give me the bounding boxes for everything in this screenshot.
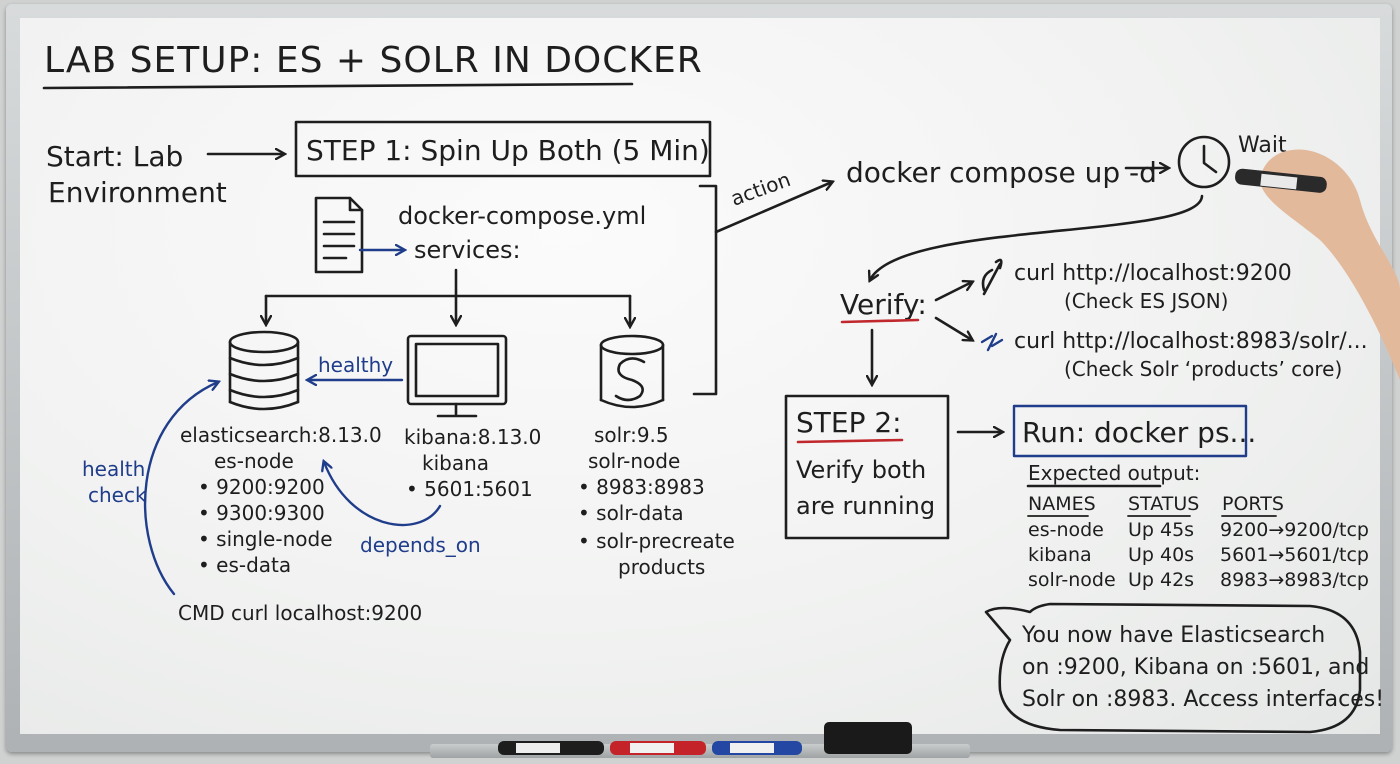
table-cell: 5601→5601/tcp: [1220, 544, 1369, 566]
table-cell: Up 40s: [1128, 544, 1194, 566]
verify-to-solr-arrow: [934, 316, 972, 340]
table-header: NAMES: [1028, 493, 1096, 515]
depends-on-arrow: [324, 462, 442, 527]
red-marker: [610, 741, 706, 755]
es-item: • 9300:9300: [198, 501, 325, 525]
clock-to-verify-arrow: [870, 194, 1204, 280]
ps-output-table: NAMES STATUS PORTS es-node Up 45s 9200→9…: [1027, 493, 1369, 591]
file-icon: [314, 196, 364, 274]
summary-line1: You now have Elasticsearch: [1021, 623, 1325, 648]
kibana-service-name: kibana:8.13.0: [404, 425, 541, 449]
step1-label: STEP 1: Spin Up Both (5 Min): [306, 134, 710, 167]
depends-on-label: depends_on: [360, 533, 481, 557]
monitor-icon: [406, 334, 508, 418]
health-check-arrow: [143, 382, 218, 596]
es-item: • es-data: [198, 553, 291, 577]
healthy-label: healthy: [318, 353, 393, 377]
step2-underline: [796, 438, 904, 444]
es-item: • 9200:9200: [198, 475, 325, 499]
blue-marker: [712, 741, 802, 755]
step2-box: [784, 394, 950, 540]
verify-to-es-arrow: [934, 282, 972, 302]
summary-speech-bubble: [984, 602, 1362, 734]
whiteboard-surface: [20, 18, 1380, 734]
solr-curl-note: (Check Solr ‘products’ core): [1064, 357, 1342, 381]
solr-icon: [599, 334, 665, 409]
solr-container-name: solr-node: [588, 449, 680, 473]
start-label-line2: Environment: [48, 176, 227, 209]
summary-line2: on :9200, Kibana on :5601, and: [1022, 655, 1369, 680]
es-curl-command: curl http://localhost:9200: [1014, 261, 1292, 286]
solr-item: • solr-precreate: [578, 529, 735, 553]
table-cell: Up 45s: [1128, 519, 1194, 541]
es-healthcheck-cmd: CMD curl localhost:9200: [178, 601, 422, 625]
clock-icon: [1177, 135, 1231, 189]
solr-item: • solr-data: [578, 501, 684, 525]
eraser: [824, 722, 912, 754]
es-curl-note: (Check ES JSON): [1064, 289, 1228, 313]
step1-bracket: [692, 184, 718, 396]
solr-item: products: [618, 555, 705, 579]
compose-command: docker compose up -d: [846, 156, 1157, 189]
es-service-name: elasticsearch:8.13.0: [180, 423, 382, 447]
table-cell: kibana: [1028, 544, 1092, 566]
run-command: Run: docker ps...: [1022, 416, 1256, 449]
step2-line2: are running: [796, 492, 935, 520]
run-box: [1012, 404, 1248, 458]
expected-output-label: Expected output:: [1028, 461, 1200, 485]
verify-underline: [840, 318, 920, 324]
compose-filename: docker-compose.yml: [398, 202, 646, 230]
solr-service-name: solr:9.5: [594, 423, 669, 447]
health-label-line2: check: [88, 483, 147, 507]
start-label-line1: Start: Lab: [46, 140, 183, 173]
kibana-item: • 5601:5601: [406, 477, 533, 501]
black-marker: [498, 741, 604, 755]
database-icon: [228, 330, 300, 411]
board-title: LAB SETUP: ES + SOLR IN DOCKER: [44, 40, 703, 81]
step2-line1: Verify both: [796, 456, 926, 484]
action-arrow: [714, 182, 832, 234]
solr-curl-command: curl http://localhost:8983/solr/...: [1014, 329, 1368, 354]
es-item: • single-node: [198, 527, 333, 551]
link-icon: [981, 258, 1003, 296]
es-container-name: es-node: [214, 449, 294, 473]
health-label-line1: health: [82, 457, 145, 481]
table-cell: 9200→9200/tcp: [1220, 519, 1369, 541]
link-icon: [980, 332, 1004, 352]
title-underline: [42, 82, 634, 90]
table-cell: solr-node: [1028, 569, 1116, 591]
table-cell: es-node: [1028, 519, 1104, 541]
table-header: STATUS: [1128, 493, 1199, 515]
step1-box: [294, 120, 712, 178]
solr-item: • 8983:8983: [578, 475, 705, 499]
step2-title: STEP 2:: [796, 406, 902, 439]
summary-line3: Solr on :8983. Access interfaces!: [1022, 687, 1384, 712]
kibana-container-name: kibana: [422, 451, 489, 475]
table-header: PORTS: [1222, 493, 1284, 515]
table-cell: 8983→8983/tcp: [1220, 569, 1369, 591]
services-label: services:: [414, 236, 521, 264]
table-cell: Up 42s: [1128, 569, 1194, 591]
verify-label: Verify:: [840, 288, 927, 321]
hand-with-marker: [1235, 149, 1400, 380]
